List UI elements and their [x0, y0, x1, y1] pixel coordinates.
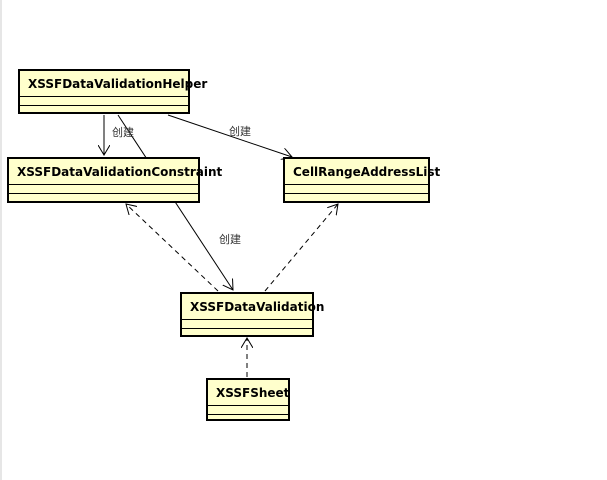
class-operations-compartment — [208, 415, 288, 419]
class-xssf-data-validation[interactable]: XSSFDataValidation — [180, 292, 324, 337]
edge-label-helper-address-list: 创建 — [229, 125, 251, 138]
class-operations-compartment — [9, 194, 198, 201]
canvas-left-rule — [0, 0, 2, 480]
class-name: XSSFSheet — [208, 380, 289, 406]
class-xssf-data-validation-constraint[interactable]: XSSFDataValidationConstraint — [7, 157, 222, 203]
class-attributes-compartment — [208, 406, 288, 415]
edge-label-helper-constraint: 创建 — [112, 126, 134, 139]
class-xssf-sheet[interactable]: XSSFSheet — [206, 378, 290, 421]
edge-validation-address-list-dependency — [264, 204, 338, 292]
class-name: XSSFDataValidationHelper — [20, 71, 207, 97]
class-cell-range-address-list[interactable]: CellRangeAddressList — [283, 157, 440, 203]
edge-validation-constraint-dependency — [126, 204, 219, 292]
class-operations-compartment — [20, 106, 188, 112]
class-name: XSSFDataValidationConstraint — [9, 159, 222, 185]
class-attributes-compartment — [285, 185, 428, 194]
class-attributes-compartment — [20, 97, 188, 106]
class-xssf-data-validation-helper[interactable]: XSSFDataValidationHelper — [18, 69, 207, 114]
class-attributes-compartment — [9, 185, 198, 194]
class-operations-compartment — [182, 329, 312, 335]
edge-helper-address-list — [167, 114, 292, 157]
class-operations-compartment — [285, 194, 428, 201]
class-attributes-compartment — [182, 320, 312, 329]
edge-label-helper-validation: 创建 — [219, 233, 241, 246]
class-name: CellRangeAddressList — [285, 159, 440, 185]
class-name: XSSFDataValidation — [182, 294, 324, 320]
